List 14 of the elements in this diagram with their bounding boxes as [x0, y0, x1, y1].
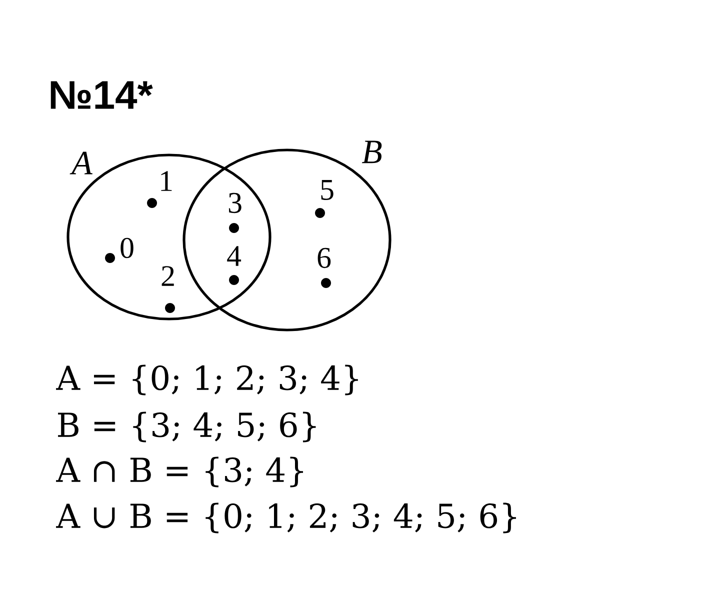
set-equation: A ∪ B = {0; 1; 2; 3; 4; 5; 6} — [56, 502, 516, 534]
point-label: 3 — [228, 192, 242, 214]
set-equation: A = {0; 1; 2; 3; 4} — [56, 364, 358, 396]
point-label: 0 — [120, 238, 134, 258]
point-label: 2 — [162, 266, 174, 286]
set-equation: B = {3; 4; 5; 6} — [58, 412, 316, 442]
point-label: 5 — [321, 180, 334, 200]
point-label: 4 — [227, 246, 242, 266]
set-label: A — [70, 152, 93, 174]
set-equation: A ∩ B = {3; 4} — [56, 456, 303, 488]
point-label: 1 — [161, 171, 172, 191]
point-label: 6 — [318, 248, 331, 268]
title: №14* — [50, 81, 153, 109]
set-label: B — [362, 140, 382, 164]
